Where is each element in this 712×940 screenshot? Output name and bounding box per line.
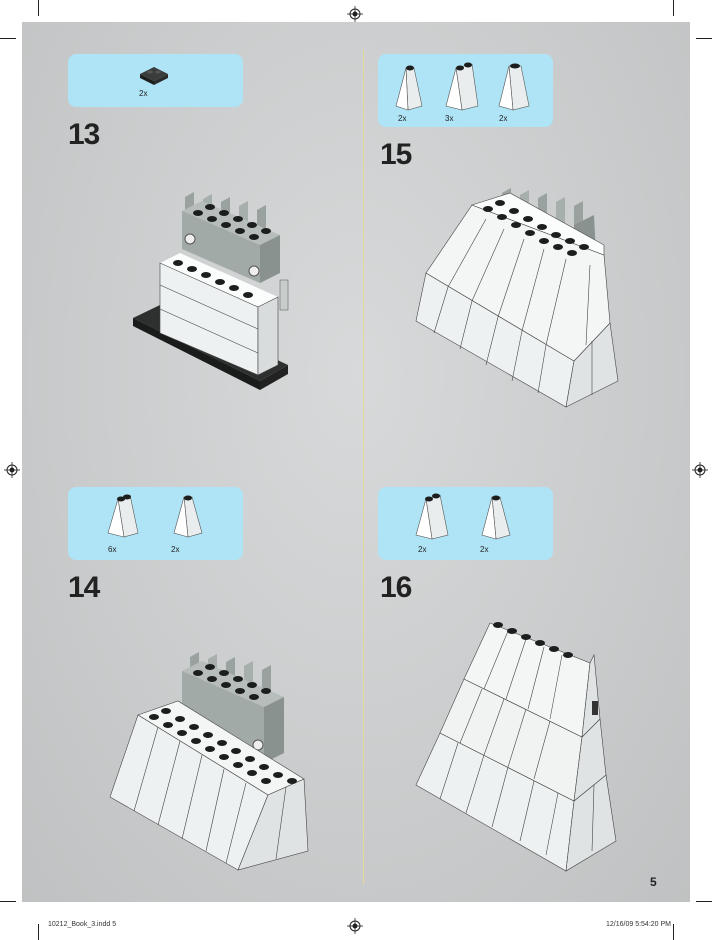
- step-15-model-illustration: [414, 185, 619, 410]
- registration-mark-icon: [347, 6, 363, 22]
- step-number: 14: [68, 571, 99, 605]
- column-divider: [363, 50, 364, 884]
- part-quantity: 2x: [398, 114, 406, 123]
- part-quantity: 3x: [445, 114, 453, 123]
- white-slope-brick-icon: [106, 493, 140, 539]
- crop-mark: [0, 901, 16, 902]
- step-number: 16: [380, 571, 411, 605]
- page-number: 5: [650, 875, 657, 889]
- step-number: 15: [380, 138, 411, 172]
- crop-mark: [38, 924, 39, 940]
- white-slope-brick-icon: [170, 493, 204, 539]
- crop-mark: [673, 924, 674, 940]
- registration-mark-icon: [692, 462, 708, 478]
- crop-mark: [0, 38, 16, 39]
- step-number: 13: [68, 118, 99, 152]
- dark-gray-plate-icon: [138, 64, 170, 86]
- white-slope-brick-icon: [497, 60, 531, 112]
- part-quantity: 2x: [480, 545, 488, 554]
- crop-mark: [38, 0, 39, 16]
- parts-callout-step-16: [378, 487, 553, 560]
- footer-filename: 10212_Book_3.indd 5: [48, 921, 116, 928]
- step-16-model-illustration: [414, 615, 619, 875]
- registration-mark-icon: [347, 918, 363, 934]
- parts-callout-step-14: [68, 487, 243, 560]
- footer-timestamp: 12/16/09 5:54:20 PM: [606, 921, 671, 928]
- step-13-model-illustration: [130, 185, 295, 400]
- white-slope-brick-icon: [444, 60, 480, 112]
- part-quantity: 2x: [499, 114, 507, 123]
- crop-mark: [673, 0, 674, 16]
- white-slope-brick-icon: [478, 493, 512, 541]
- part-quantity: 2x: [171, 545, 179, 554]
- crop-mark: [696, 38, 712, 39]
- white-slope-brick-icon: [394, 62, 424, 112]
- crop-mark: [696, 901, 712, 902]
- step-14-model-illustration: [108, 645, 313, 875]
- part-quantity: 6x: [108, 545, 116, 554]
- part-quantity: 2x: [418, 545, 426, 554]
- white-slope-brick-icon: [414, 493, 450, 541]
- registration-mark-icon: [4, 462, 20, 478]
- part-quantity: 2x: [139, 89, 147, 98]
